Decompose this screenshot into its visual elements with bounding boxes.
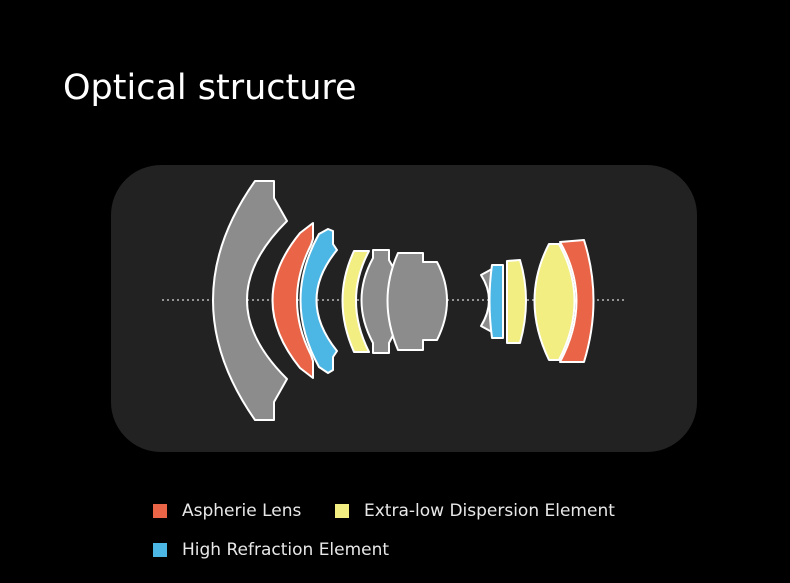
legend-item-high-refraction: High Refraction Element: [153, 540, 389, 560]
legend-swatch-extra-low-dispersion: [335, 504, 349, 518]
legend-item-extra-low-dispersion: Extra-low Dispersion Element: [335, 501, 615, 521]
lens-element-3: [299, 228, 338, 374]
lens-element-6: [386, 252, 448, 351]
legend-swatch-aspherie: [153, 504, 167, 518]
lens-element-9: [506, 259, 527, 344]
legend-item-aspherie-lens: Aspherie Lens: [153, 501, 301, 521]
lens-element-2: [271, 222, 314, 379]
lens-element-1: [212, 180, 288, 421]
lens-element-10: [533, 243, 576, 361]
legend-swatch-high-refraction: [153, 543, 167, 557]
legend-label: High Refraction Element: [182, 540, 390, 560]
lens-element-4: [341, 250, 370, 353]
page-title: Optical structure: [63, 68, 357, 108]
legend-label: Extra-low Dispersion Element: [364, 501, 615, 521]
lens-element-8: [488, 264, 504, 339]
legend-label: Aspherie Lens: [182, 501, 302, 521]
lens-element-11: [559, 239, 595, 363]
